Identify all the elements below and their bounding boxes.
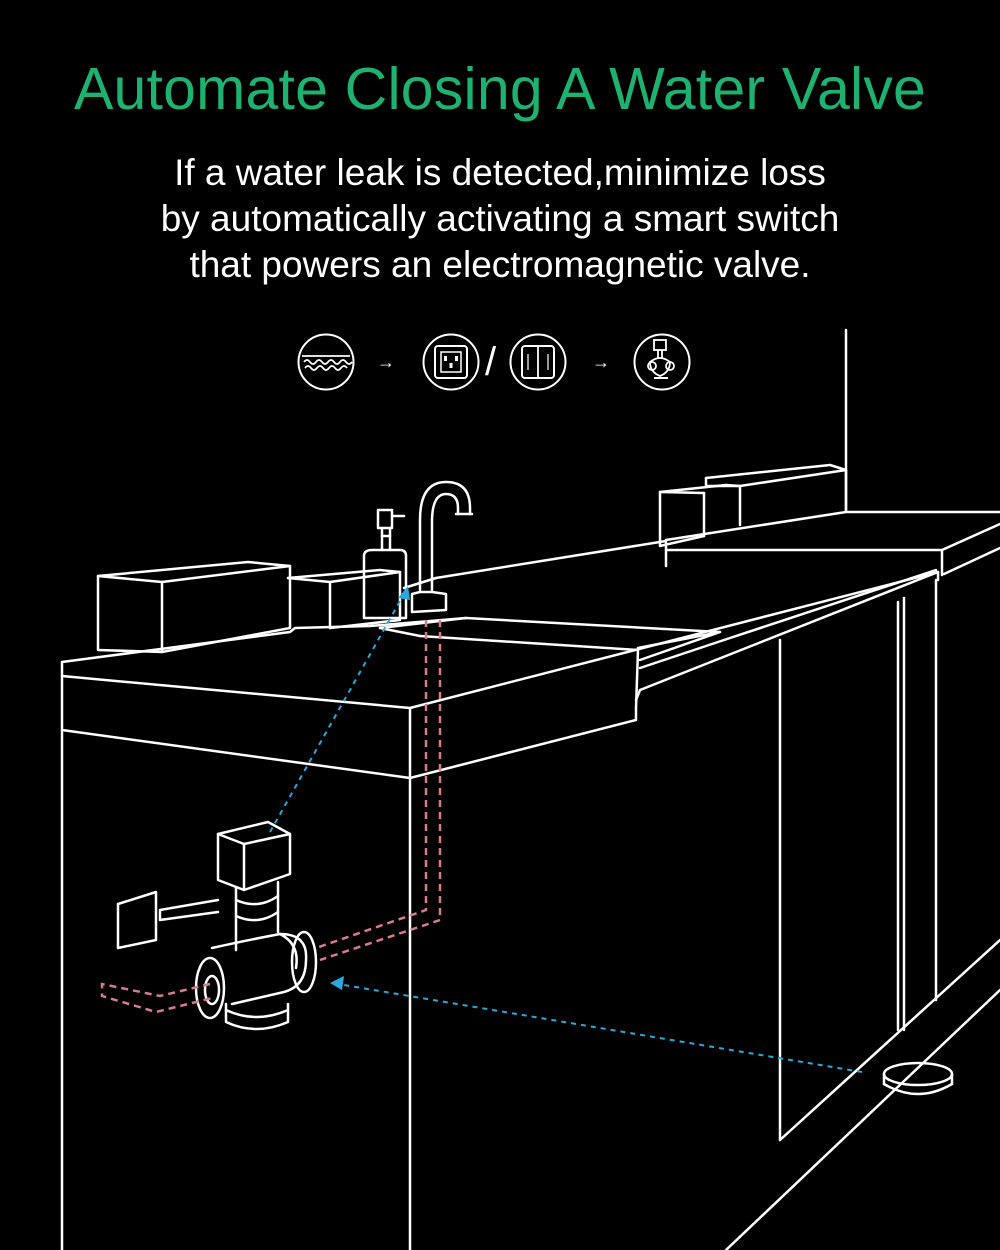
flow-arrow-2: → xyxy=(592,352,610,372)
cabinet-body xyxy=(60,578,1000,1250)
flow-arrow-1: → xyxy=(377,352,395,372)
description-line-3: that powers an electromagnetic valve. xyxy=(189,244,811,285)
description-line-2: by automatically activating a smart swit… xyxy=(160,198,840,239)
electromagnetic-valve xyxy=(116,820,318,1031)
signal-line xyxy=(269,593,863,1073)
description: If a water leak is detected,minimize los… xyxy=(0,150,1000,288)
right-countertop xyxy=(664,510,1000,577)
electromagnetic-valve-icon xyxy=(633,333,691,391)
flow-separator: / xyxy=(485,340,497,384)
water-leak-sensor-icon xyxy=(297,333,355,391)
description-line-1: If a water leak is detected,minimize los… xyxy=(174,152,826,193)
soap-dispenser xyxy=(362,508,408,620)
water-pipe xyxy=(100,620,442,1014)
water-leak-sensor-puck xyxy=(882,1061,954,1096)
back-wall-boxes xyxy=(658,463,848,548)
signal-arrowheads xyxy=(330,586,410,990)
left-counter-boxes xyxy=(96,560,402,654)
process-flow: → / → xyxy=(0,320,1000,410)
wall-switch-icon xyxy=(509,333,567,391)
wall-socket-icon xyxy=(422,333,480,391)
sink-basin xyxy=(378,568,938,710)
page-title: Automate Closing A Water Valve xyxy=(73,56,927,122)
faucet xyxy=(410,480,474,614)
